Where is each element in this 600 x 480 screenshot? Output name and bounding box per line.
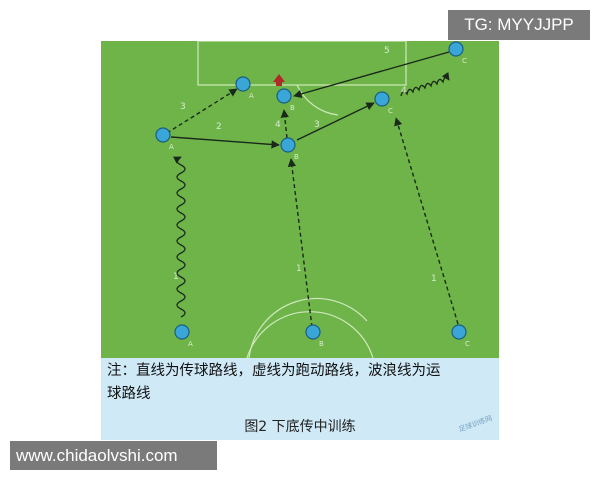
field-lines <box>197 41 407 358</box>
player-label: C <box>465 340 470 348</box>
player-p-bottom-left: A <box>174 324 193 348</box>
cross-to-box <box>293 51 450 98</box>
player-p-bottom-mid: B <box>305 324 324 348</box>
path-number: 4 <box>275 120 281 130</box>
pitch-drawing: 1 1 1 2 3 3 4 4 5 A B C A B A B C C <box>155 41 470 358</box>
player-p-box-right: C <box>374 91 393 115</box>
player-p-box-left: A <box>235 76 254 100</box>
player-marker <box>280 137 296 153</box>
player-label: C <box>462 57 467 65</box>
soccer-pitch-diagram: 1 1 1 2 3 3 4 4 5 A B C A B A B C C <box>101 41 499 358</box>
run-b-forward <box>287 158 313 328</box>
player-marker <box>451 324 467 340</box>
player-label: B <box>290 104 295 112</box>
dribble-c <box>400 71 450 97</box>
run-c-forward <box>394 117 459 325</box>
penalty-arc <box>296 84 339 116</box>
player-marker <box>374 91 390 107</box>
site-watermark: www.chidaolvshi.com <box>10 441 217 470</box>
player-p-bottom-right: C <box>451 324 470 348</box>
pass-b-to-c <box>296 102 375 141</box>
path-number: 2 <box>216 122 222 132</box>
path-number: 1 <box>173 272 179 282</box>
note-line-1: 注：直线为传球路线，虚线为跑动路线，波浪线为运 <box>107 363 441 379</box>
player-p-left-mid: A <box>155 127 174 151</box>
player-marker <box>305 324 321 340</box>
player-label: B <box>294 153 299 161</box>
path-number: 5 <box>384 46 390 56</box>
player-marker <box>448 41 464 57</box>
legend-note: 注：直线为传球路线，虚线为跑动路线，波浪线为运 球路线 <box>101 358 499 414</box>
run-a-to-box <box>166 88 238 134</box>
run-b-to-box <box>280 109 289 139</box>
player-p-top-right: C <box>448 41 467 65</box>
player-label: B <box>319 340 324 348</box>
figure-caption: 图2 下底传中训练 <box>101 414 499 440</box>
penalty-box <box>197 41 407 86</box>
player-p-box-center: B <box>276 88 295 112</box>
player-p-center: B <box>280 137 299 161</box>
note-line-2: 球路线 <box>107 386 151 402</box>
dribble-a <box>172 156 186 318</box>
player-label: C <box>388 107 393 115</box>
player-label: A <box>188 340 193 348</box>
pass-a-to-b <box>170 136 280 149</box>
path-number: 3 <box>314 120 320 130</box>
player-marker <box>174 324 190 340</box>
player-marker <box>276 88 292 104</box>
player-marker <box>155 127 171 143</box>
goal-marker <box>273 74 285 82</box>
path-number: 1 <box>431 274 437 284</box>
player-label: A <box>169 143 174 151</box>
center-arc <box>248 297 368 358</box>
path-number: 4 <box>401 86 407 96</box>
player-label: A <box>249 92 254 100</box>
path-number: 3 <box>180 102 186 112</box>
tg-watermark: TG: MYYJJPP <box>448 10 590 40</box>
path-number: 1 <box>296 264 302 274</box>
player-marker <box>235 76 251 92</box>
